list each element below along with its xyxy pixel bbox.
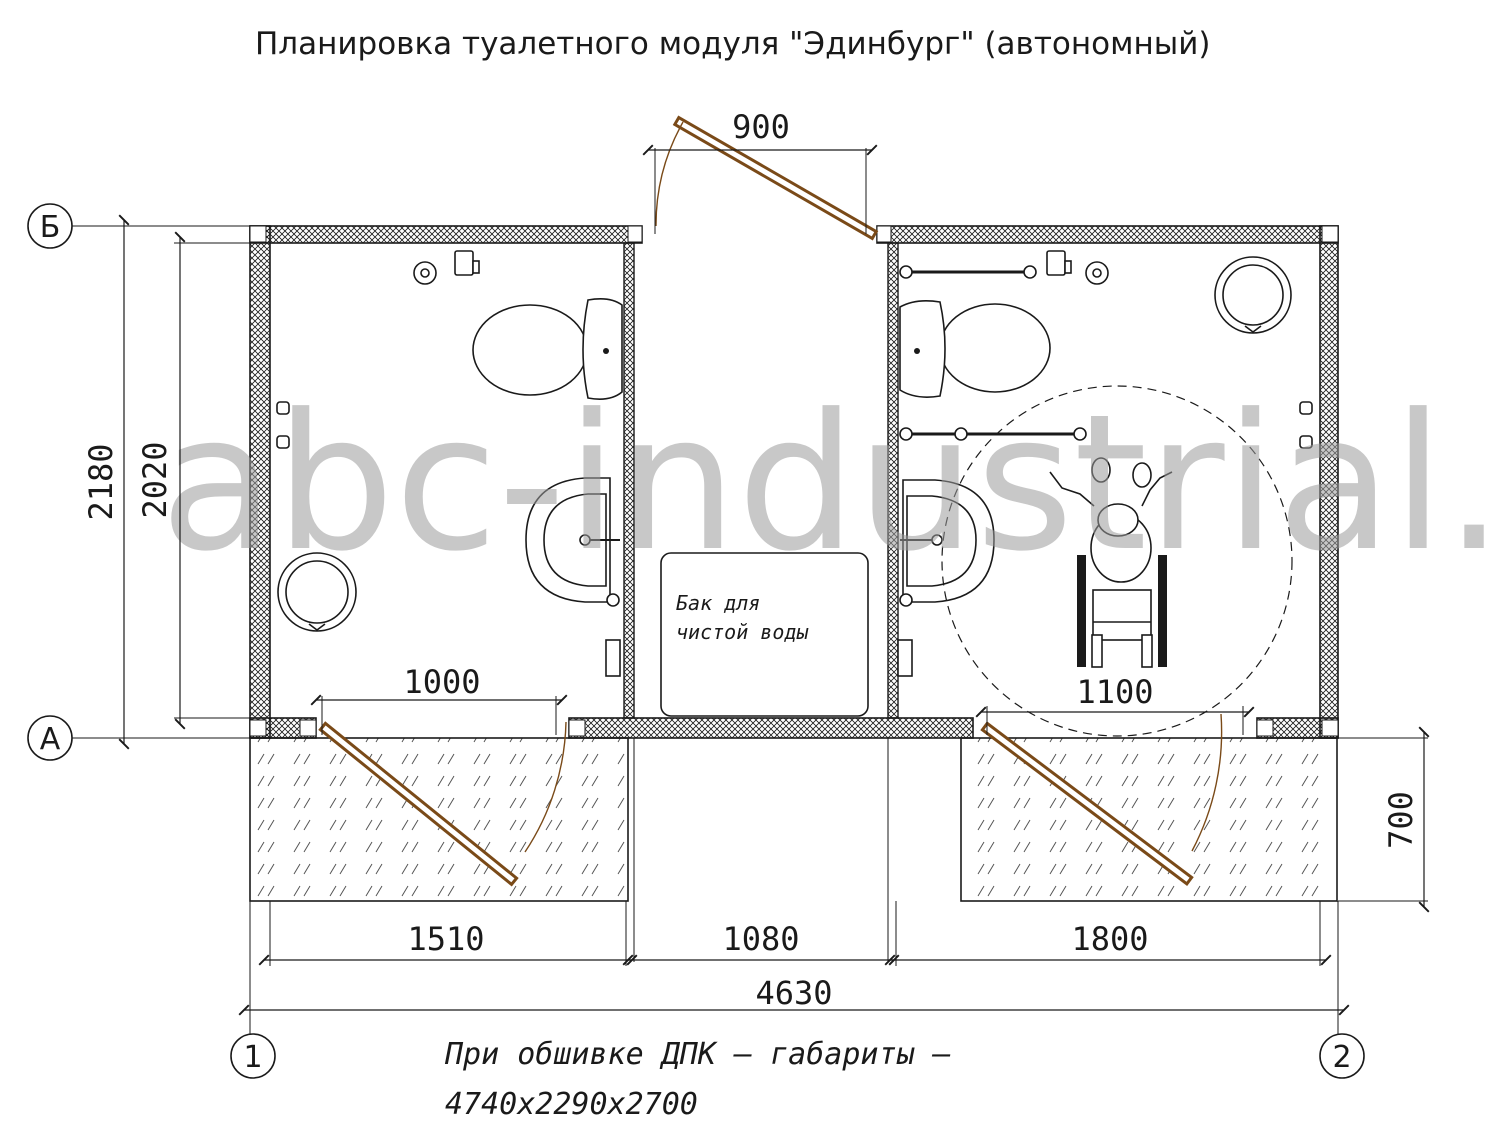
right-sink-icon xyxy=(900,479,995,603)
total-width-label: 4630 xyxy=(755,974,832,1012)
left-valve-icon xyxy=(605,593,621,677)
left-coat-hooks-icon xyxy=(276,401,290,449)
middle-room-width-label: 1080 xyxy=(722,920,799,958)
right-handrail-middle-icon xyxy=(899,427,1087,441)
left-floor-drain-icon xyxy=(413,261,437,285)
tank-label-line-2: чистой воды xyxy=(676,620,809,644)
left-urn-icon xyxy=(277,552,357,632)
right-coat-hooks-icon xyxy=(1299,401,1313,449)
porch-depth-label: 700 xyxy=(1382,791,1420,849)
right-room-width-label: 1800 xyxy=(1071,920,1148,958)
outer-height-label: 2180 xyxy=(82,443,120,520)
footnote-line-2: 4740х2290х2700 xyxy=(445,1087,698,1122)
plan-title: Планировка туалетного модуля "Эдинбург" … xyxy=(255,26,1210,62)
footnote-line-1: При обшивке ДПК – габариты – xyxy=(444,1037,951,1072)
right-door-dimension xyxy=(975,706,1255,735)
left-toilet-icon xyxy=(472,298,623,400)
axis-marker-b xyxy=(27,203,102,249)
right-toilet-icon xyxy=(899,300,1051,398)
entrance-door-dimension xyxy=(642,144,878,234)
axis-marker-a xyxy=(27,715,102,761)
wheelchair-turning-circle xyxy=(941,385,1293,737)
inner-height-label: 2020 xyxy=(136,441,174,518)
water-tank xyxy=(660,552,869,717)
right-valve-icon xyxy=(897,593,913,677)
axis-1-label: 1 xyxy=(243,1040,262,1075)
axis-a-label: А xyxy=(40,722,61,757)
tank-label-line-1: Бак для xyxy=(676,591,760,615)
right-handrail-top-icon xyxy=(899,265,1037,279)
left-door-dimension xyxy=(310,694,568,735)
inner-height-dimension xyxy=(174,231,250,730)
left-door-width-label: 1000 xyxy=(403,663,480,701)
right-urn-icon xyxy=(1214,256,1292,334)
right-door-width-label: 1100 xyxy=(1076,673,1153,711)
wheelchair-user-icon xyxy=(1049,457,1173,668)
right-porch-deck xyxy=(960,737,1338,902)
left-room-door xyxy=(318,721,567,887)
porch-depth-dimension xyxy=(1338,726,1430,913)
right-paper-holder-icon xyxy=(1046,250,1072,276)
axis-b-label: Б xyxy=(40,210,61,245)
left-sink-icon xyxy=(525,477,620,603)
left-room-width-label: 1510 xyxy=(407,920,484,958)
total-width-dimension xyxy=(238,901,1350,1034)
axis-2-label: 2 xyxy=(1332,1040,1351,1075)
axis-marker-1 xyxy=(230,1033,276,1079)
right-room-door xyxy=(980,713,1223,886)
left-paper-holder-icon xyxy=(454,250,480,276)
axis-marker-2 xyxy=(1319,1033,1365,1079)
outer-height-dimension xyxy=(102,214,250,750)
watermark-text: abc-industrial.ru xyxy=(160,374,1500,593)
right-floor-drain-icon xyxy=(1085,261,1109,285)
room-widths-dimension xyxy=(258,901,1332,966)
walls xyxy=(249,225,1339,739)
entrance-door-width-label: 900 xyxy=(732,108,790,146)
